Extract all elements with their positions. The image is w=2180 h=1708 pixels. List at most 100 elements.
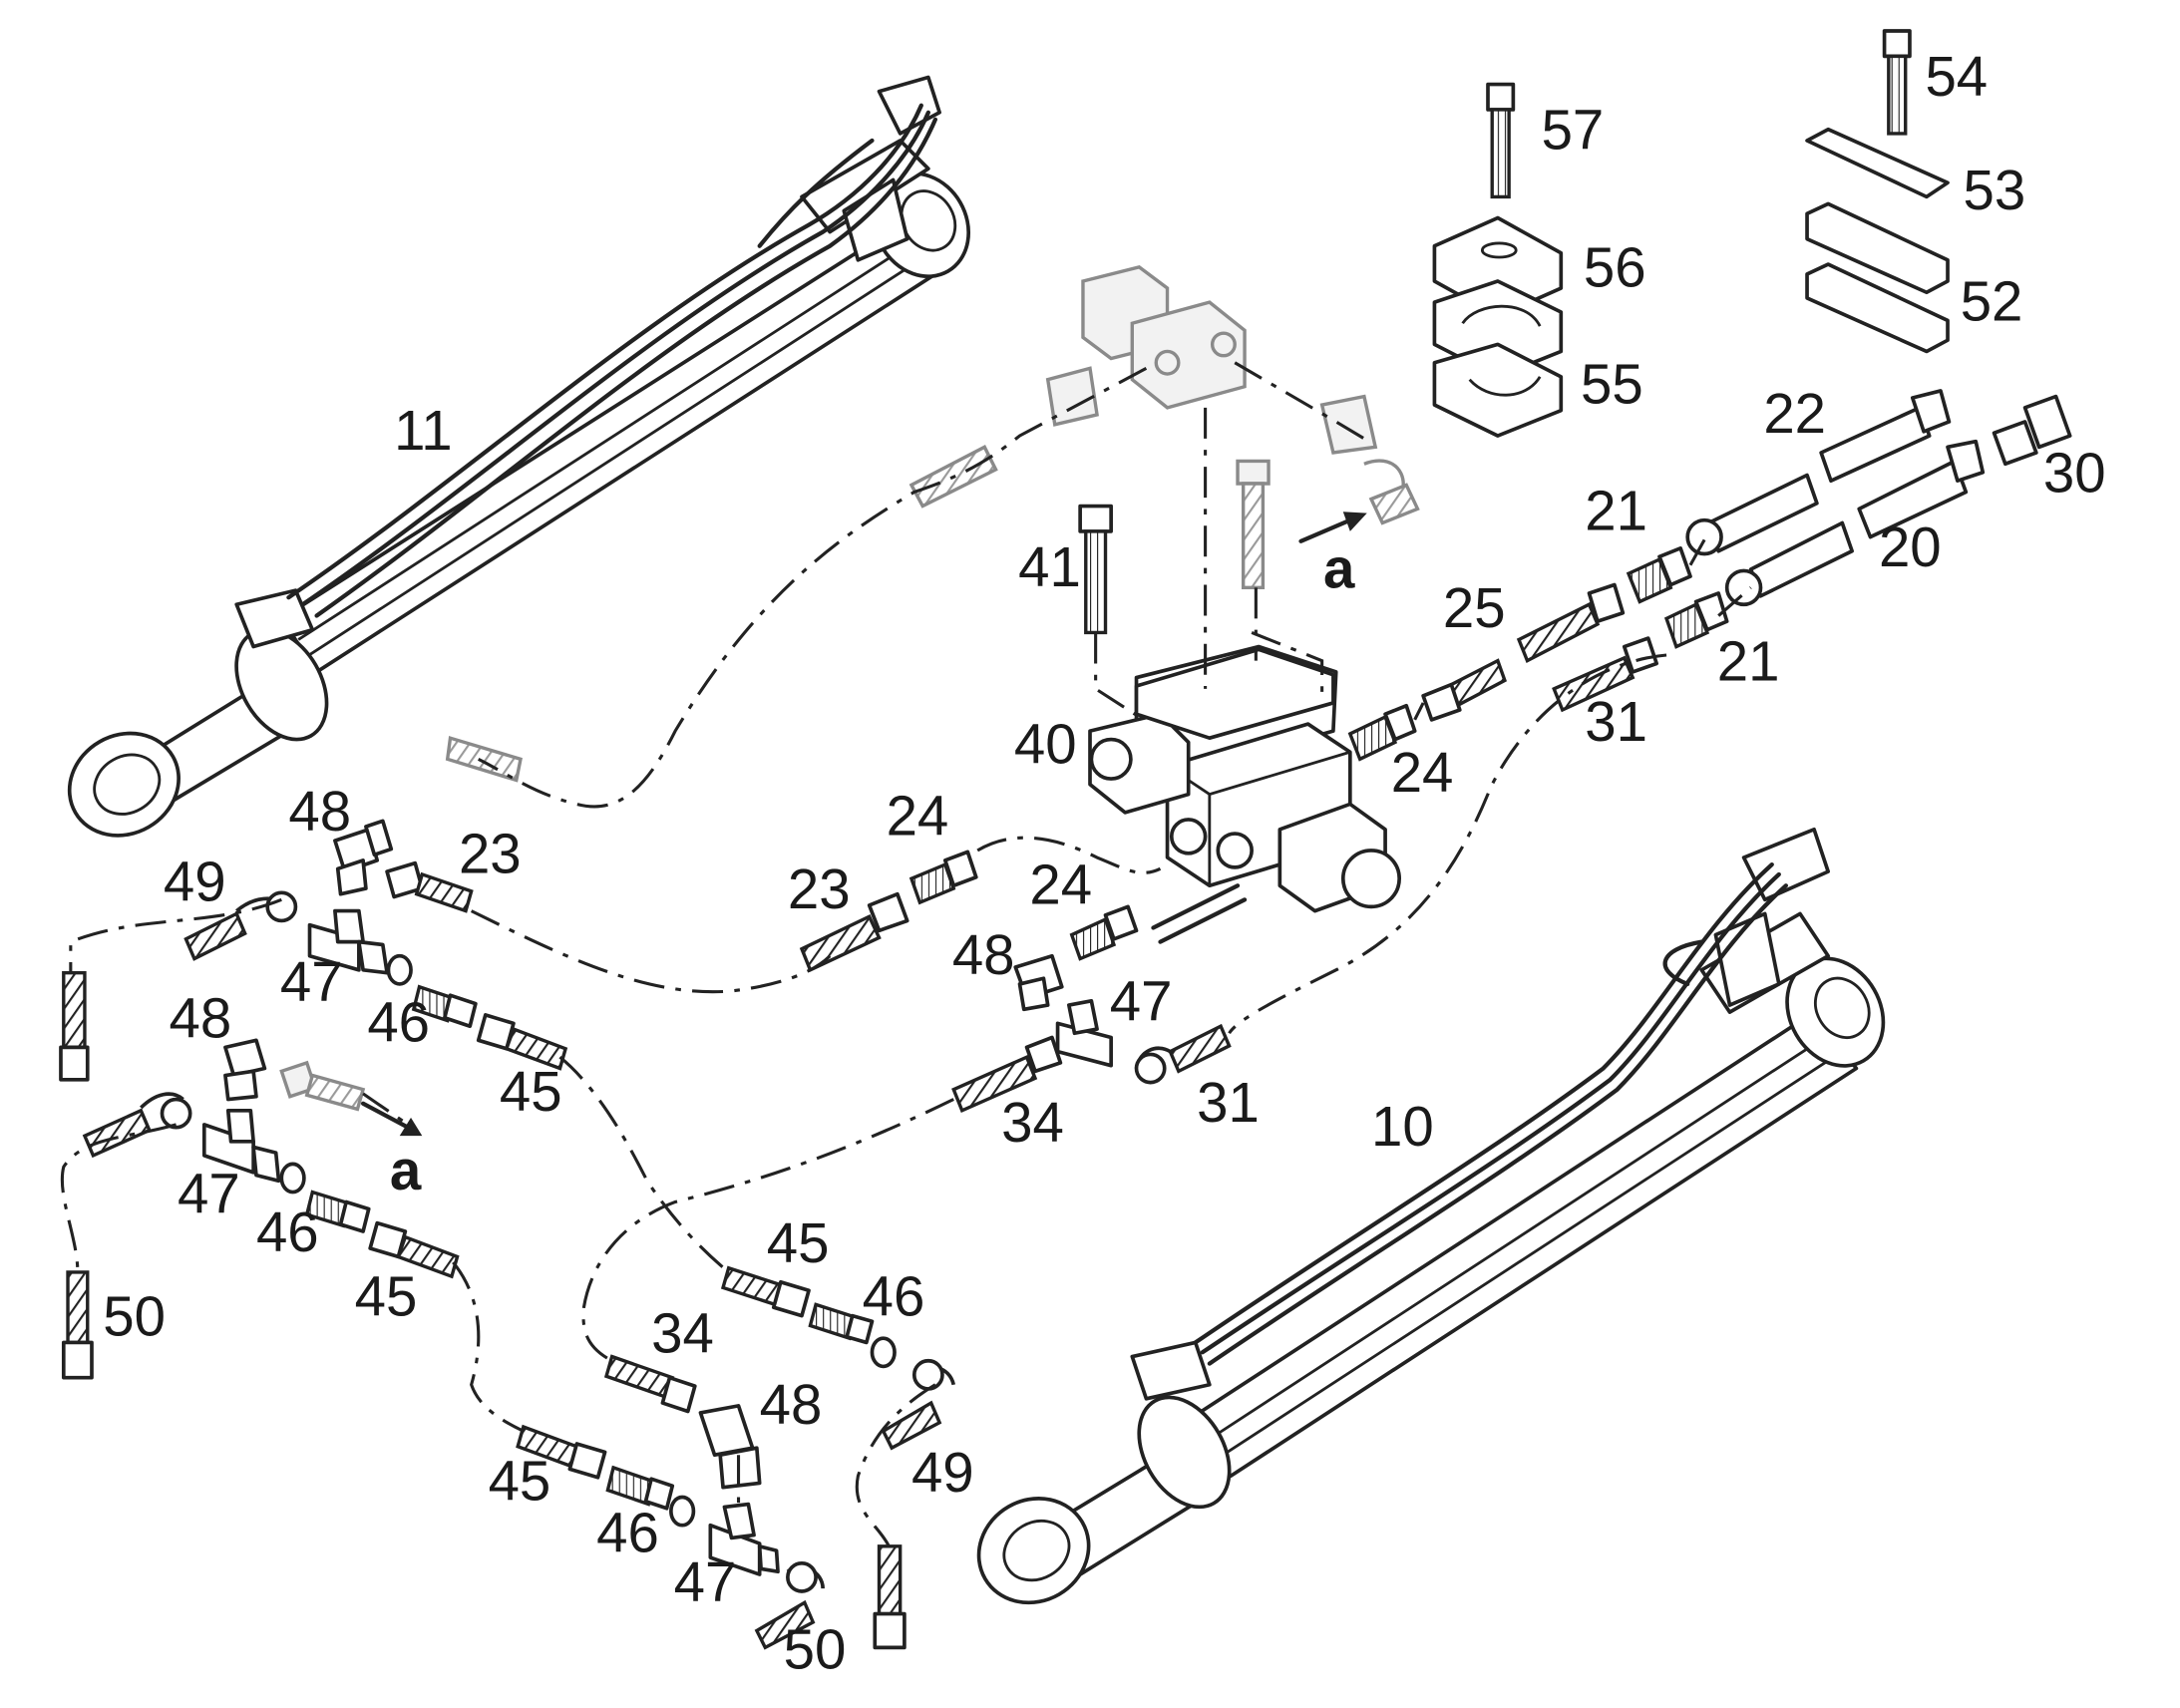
ring-46-lower-right xyxy=(870,1336,897,1369)
hydraulic-cylinder-11 xyxy=(67,75,971,838)
label-46-bottom: 46 xyxy=(596,1502,659,1564)
fitting-24-lower xyxy=(1069,904,1139,961)
label-31-lower: 31 xyxy=(1197,1071,1260,1134)
label-46-lower-right: 46 xyxy=(863,1265,925,1328)
label-24-upper: 24 xyxy=(887,784,949,847)
label-49-top: 49 xyxy=(164,851,226,913)
hose-end-34-center xyxy=(951,1035,1063,1114)
hose-end-25 xyxy=(1421,658,1507,722)
label-45-bottom: 45 xyxy=(489,1449,551,1512)
ring-46-top xyxy=(386,953,413,986)
tee-47-center xyxy=(1055,998,1113,1068)
hose-end-31-upper xyxy=(1552,636,1659,713)
label-47-mid: 47 xyxy=(178,1163,240,1225)
hose-end-upper-right xyxy=(1516,582,1626,664)
label-20: 20 xyxy=(1879,515,1942,578)
connection-lines xyxy=(60,361,1752,1547)
label-21-upper: 21 xyxy=(1585,480,1647,542)
label-24-right: 24 xyxy=(1391,741,1454,804)
label-45-lower-right: 45 xyxy=(767,1211,830,1274)
label-47-center: 47 xyxy=(1110,970,1173,1033)
tee-47-bottom xyxy=(708,1502,780,1576)
label-22: 22 xyxy=(1763,382,1826,445)
fitting-46-bottom xyxy=(605,1465,675,1511)
fitting-24-right xyxy=(1347,703,1417,762)
label-49-lower: 49 xyxy=(911,1441,974,1504)
hose-end-grey-arrow-a xyxy=(279,1060,366,1112)
hose-end-23-center xyxy=(799,891,909,973)
label-40: 40 xyxy=(1014,713,1077,776)
label-47-bottom: 47 xyxy=(674,1550,737,1613)
label-48-center: 48 xyxy=(952,923,1015,986)
hose-end-45-mid xyxy=(368,1220,460,1279)
label-a-lower: a xyxy=(390,1139,422,1201)
label-30: 30 xyxy=(2043,441,2106,504)
hose-end-50-bottom xyxy=(873,1544,907,1650)
arrow-a-lower xyxy=(360,1101,423,1137)
tube-22 xyxy=(1819,389,1952,484)
elbow-hose-49-lower xyxy=(881,1358,956,1451)
label-46-top: 46 xyxy=(367,991,430,1054)
hose-end-50-left xyxy=(61,1270,94,1380)
tee-47-top xyxy=(307,908,389,975)
tee-47-mid xyxy=(201,1108,281,1184)
label-46-mid: 46 xyxy=(256,1200,319,1263)
label-47-top: 47 xyxy=(280,950,343,1013)
fitting-21-lower xyxy=(1663,591,1729,649)
hose-end-45-bottom xyxy=(516,1424,607,1480)
hose-end-34-lower xyxy=(603,1354,697,1414)
label-52: 52 xyxy=(1961,269,2023,332)
fitting-46-mid xyxy=(304,1190,371,1233)
fitting-21-upper xyxy=(1626,546,1692,604)
label-48-top: 48 xyxy=(288,780,351,843)
label-21-lower: 21 xyxy=(1717,629,1780,692)
elbow-48-mid xyxy=(223,1038,267,1102)
fitting-46-top xyxy=(411,984,478,1029)
elbow-hose-50-bottom xyxy=(754,1560,825,1650)
hose-end-49-vertical xyxy=(59,970,90,1082)
label-23-left: 23 xyxy=(459,823,522,885)
hose-end-23-left xyxy=(385,860,474,913)
label-50-left: 50 xyxy=(103,1284,166,1347)
fitting-46-lower-right xyxy=(808,1302,875,1345)
bolt-grey xyxy=(1236,459,1271,590)
label-45-top: 45 xyxy=(500,1060,562,1123)
label-11: 11 xyxy=(394,399,453,462)
label-34-center: 34 xyxy=(1001,1091,1064,1154)
nut-pipe-upper xyxy=(1685,473,1819,556)
arrow-a-upper xyxy=(1298,512,1367,543)
label-48-mid: 48 xyxy=(170,986,232,1049)
clamp-assembly-57-55 xyxy=(1432,82,1564,438)
label-25: 25 xyxy=(1443,576,1506,639)
label-56: 56 xyxy=(1584,236,1646,299)
hydraulic-cylinder-10 xyxy=(976,827,1886,1605)
solenoid-valve-grey xyxy=(445,265,1420,783)
label-53: 53 xyxy=(1964,159,2026,221)
callout-labels: 11 10 57 56 55 54 53 52 22 30 21 20 21 2… xyxy=(103,45,2105,1681)
elbow-48-lower xyxy=(698,1404,762,1490)
clamp-assembly-54-52 xyxy=(1805,29,1950,354)
union-30 xyxy=(1992,394,2072,467)
label-54: 54 xyxy=(1925,45,1988,108)
label-48-lower: 48 xyxy=(760,1373,823,1436)
elbow-48-top xyxy=(333,819,394,896)
label-45-mid: 45 xyxy=(355,1265,418,1328)
ring-46-mid xyxy=(279,1162,306,1195)
label-41: 41 xyxy=(1018,535,1081,598)
label-24-lower: 24 xyxy=(1029,854,1092,916)
fitting-24-upper xyxy=(908,850,978,905)
label-10: 10 xyxy=(1371,1095,1434,1158)
nut-pipe-lower xyxy=(1724,520,1854,607)
ring-46-bottom xyxy=(669,1495,696,1528)
hose-end-45-top xyxy=(476,1013,568,1071)
elbow-hose-31-lower xyxy=(1134,1023,1232,1085)
label-57: 57 xyxy=(1542,98,1605,161)
bolt-41 xyxy=(1078,504,1113,635)
label-55: 55 xyxy=(1581,353,1643,416)
elbow-48-center xyxy=(1013,953,1064,1012)
label-34-lower: 34 xyxy=(651,1301,714,1364)
label-31-upper: 31 xyxy=(1585,690,1647,753)
label-23-center: 23 xyxy=(788,857,851,920)
